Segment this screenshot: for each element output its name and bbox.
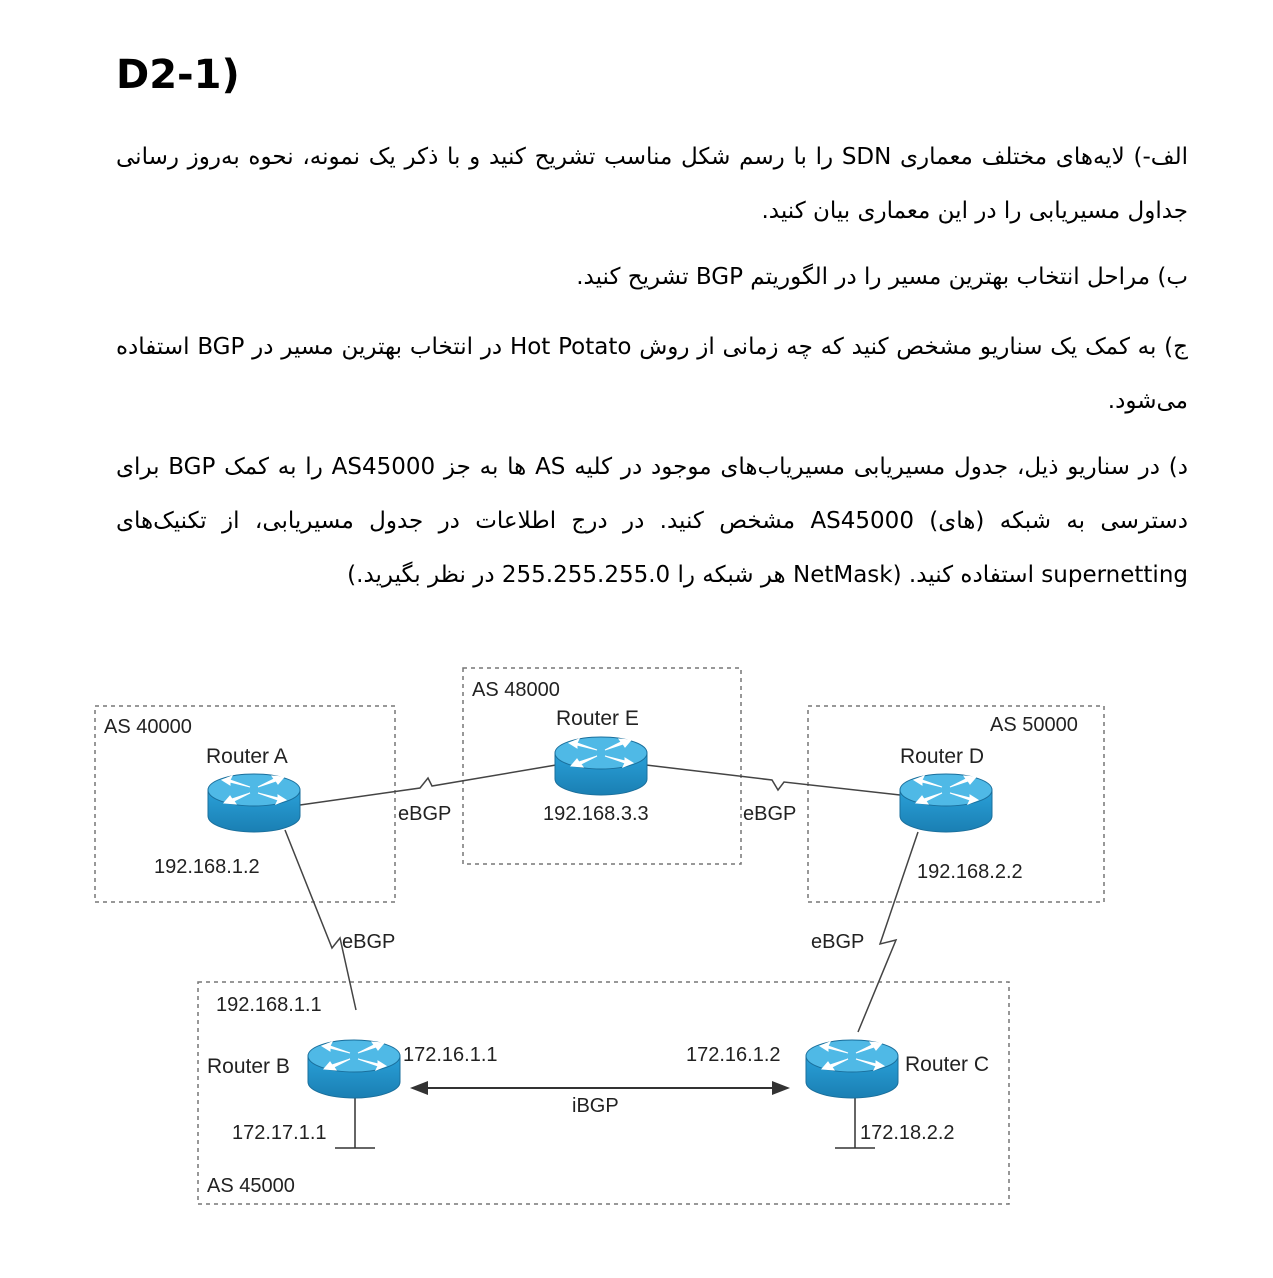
link-e-d xyxy=(645,764,901,796)
page-title: D2-1) xyxy=(116,52,240,98)
as48000-box xyxy=(462,667,742,865)
link-a-b-label: eBGP xyxy=(342,931,395,953)
as45000-label: AS 45000 xyxy=(207,1175,295,1197)
link-a-b xyxy=(284,829,357,1011)
router-c-ip-down: 172.18.2.2 xyxy=(860,1122,955,1144)
link-a-e xyxy=(299,764,557,806)
router-d-name: Router D xyxy=(900,745,984,768)
router-a-ip: 192.168.1.2 xyxy=(154,856,260,878)
router-a-name: Router A xyxy=(206,745,288,768)
as50000-label: AS 50000 xyxy=(990,714,1078,736)
router-c-ip-left: 172.16.1.2 xyxy=(686,1044,781,1066)
bgp-network-diagram: AS 40000 AS 48000 AS 50000 AS 45000 Rout… xyxy=(94,667,1105,1205)
as50000-box xyxy=(807,705,1105,903)
question-a: الف-) لایه‌های مختلف معماری SDN را با رس… xyxy=(116,144,1188,224)
router-d-ip: 192.168.2.2 xyxy=(917,861,1023,883)
as45000-box xyxy=(197,981,1010,1205)
link-b-c-label: iBGP xyxy=(572,1095,619,1117)
router-b-icon xyxy=(307,1039,401,1099)
link-d-c-label: eBGP xyxy=(811,931,864,953)
router-d-icon xyxy=(899,773,993,833)
link-a-e-label: eBGP xyxy=(398,803,451,825)
question-b: ب) مراحل انتخاب بهترین مسیر را در الگوری… xyxy=(576,264,1188,290)
as40000-label: AS 40000 xyxy=(104,716,192,738)
question-d: د) در سناریو ذیل، جدول مسیریابی مسیریاب‌… xyxy=(116,454,1188,588)
ibgp-arrowhead-right xyxy=(772,1081,790,1095)
router-e-ip: 192.168.3.3 xyxy=(543,803,649,825)
link-d-c xyxy=(857,831,919,1033)
router-b-ip-right: 172.16.1.1 xyxy=(403,1044,498,1066)
question-c: ج) به کمک یک سناریو مشخص کنید که چه زمان… xyxy=(116,334,1188,414)
router-b-ip-up: 192.168.1.1 xyxy=(216,994,322,1016)
router-e-name: Router E xyxy=(556,707,639,730)
router-e-icon xyxy=(554,736,648,796)
router-b-ip-down: 172.17.1.1 xyxy=(232,1122,327,1144)
link-e-d-label: eBGP xyxy=(743,803,796,825)
router-a-icon xyxy=(207,773,301,833)
as48000-label: AS 48000 xyxy=(472,679,560,701)
ibgp-arrowhead-left xyxy=(410,1081,428,1095)
router-b-name: Router B xyxy=(207,1055,290,1078)
router-c-name: Router C xyxy=(905,1053,989,1076)
router-c-icon xyxy=(805,1039,899,1099)
